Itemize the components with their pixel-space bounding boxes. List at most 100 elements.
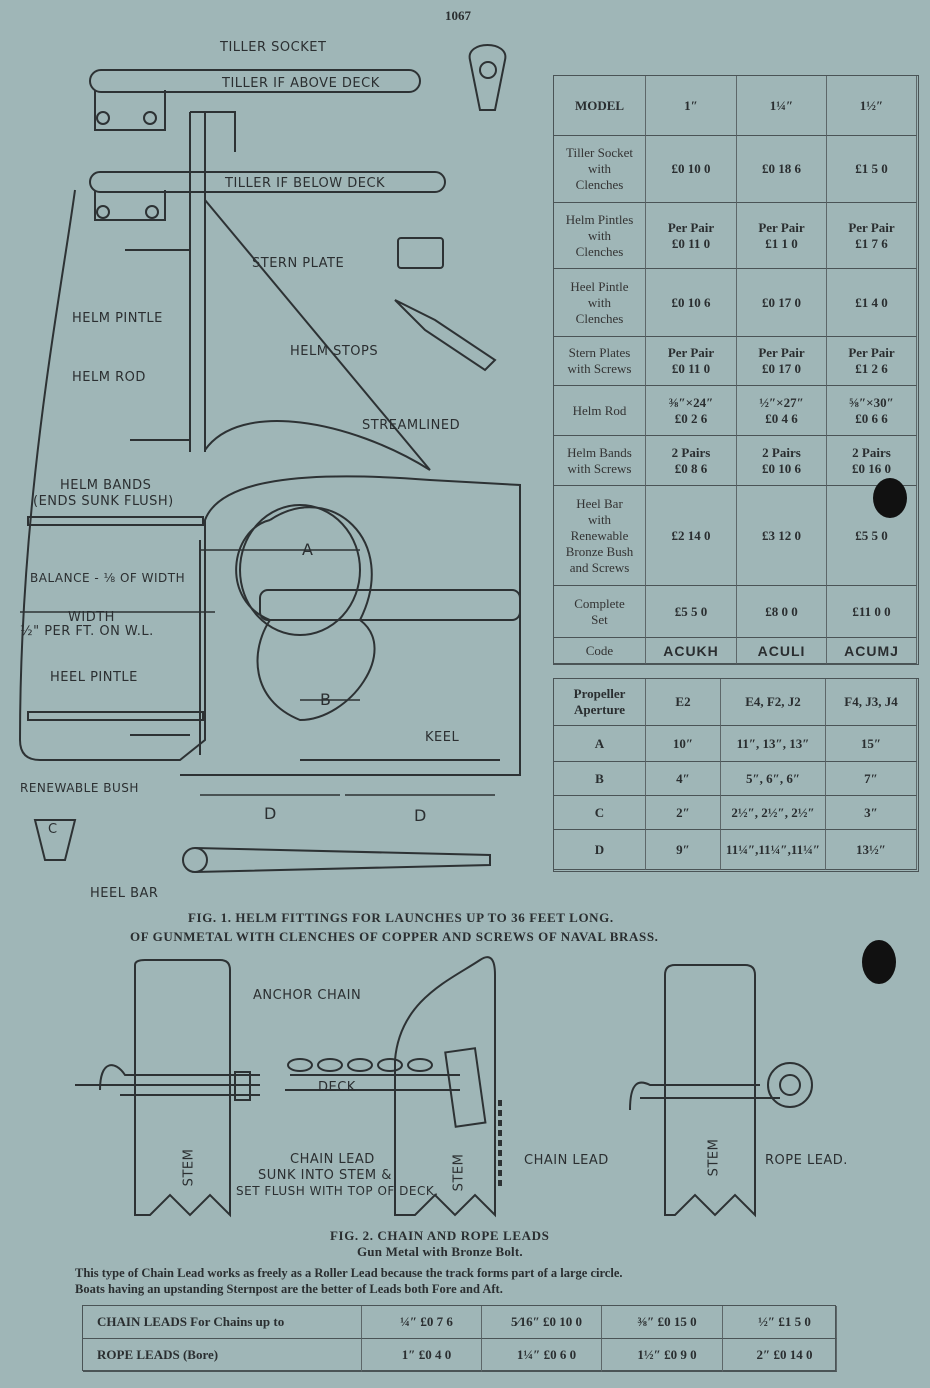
price-table-cell: £2 14 0 [646,486,737,586]
aperture-table-header-cell: E2 [646,679,721,726]
price-table-cell: £0 10 6 [646,269,737,337]
price-table-cell: £11 0 0 [827,586,917,638]
price-table-header-cell: 1¼″ [737,76,827,136]
leads-table-cell: 1¼″ £0 6 0 [482,1339,602,1372]
leads-table-cell: 1½″ £0 9 0 [602,1339,723,1372]
fig1-caption-line2: OF GUNMETAL WITH CLENCHES OF COPPER AND … [130,929,659,944]
price-table-cell: Heel Bar with Renewable Bronze Bush and … [554,486,646,586]
label-tiller-socket: TILLER SOCKET [220,40,327,55]
label-rope-lead: ROPE LEAD. [765,1153,848,1168]
price-table-cell: Complete Set [554,586,646,638]
aperture-table-cell: 7″ [826,762,917,796]
aperture-table-cell: A [554,726,646,762]
price-table-cell: £3 12 0 [737,486,827,586]
label-chain-lead-note-1: CHAIN LEAD [290,1152,375,1167]
label-helm-bands: HELM BANDS [60,478,152,493]
label-dimension-b: B [320,690,332,709]
aperture-table-header-cell: F4, J3, J4 [826,679,917,726]
fig2-caption-line1: FIG. 2. CHAIN AND ROPE LEADS [330,1228,550,1243]
price-table-cell: £5 5 0 [827,486,917,586]
leads-table-cell: 1″ £0 4 0 [362,1339,482,1372]
price-table-cell: ⅝″×30″ £0 6 6 [827,386,917,436]
price-table-cell: Stern Plates with Screws [554,337,646,386]
label-chain-lead-note-2: SUNK INTO STEM & [258,1168,392,1183]
price-table-cell: Per Pair £0 11 0 [646,203,737,269]
aperture-table-header-cell: Propeller Aperture [554,679,646,726]
price-table-cell: 2 Pairs £0 8 6 [646,436,737,486]
price-table-cell: ACULI [737,638,827,664]
price-table-header-cell: 1″ [646,76,737,136]
price-table-cell: £0 10 0 [646,136,737,203]
price-table-cell: Tiller Socket with Clenches [554,136,646,203]
label-chain-lead: CHAIN LEAD [524,1153,609,1168]
label-deck: DECK [318,1080,356,1095]
leads-table-cell: CHAIN LEADS For Chains up to [83,1306,362,1339]
price-table-header-cell: MODEL [554,76,646,136]
leads-table-cell: 5⁄16″ £0 10 0 [482,1306,602,1339]
label-stem-1: STEM [181,1148,197,1187]
price-table-cell: 2 Pairs £0 16 0 [827,436,917,486]
price-table-cell: Helm Pintles with Clenches [554,203,646,269]
aperture-table-cell: 11¼″,11¼″,11¼″ [721,830,826,870]
price-table-cell: ACUKH [646,638,737,664]
price-table-cell: £8 0 0 [737,586,827,638]
aperture-table-cell: D [554,830,646,870]
aperture-table-cell: C [554,796,646,830]
label-tiller-above-deck: TILLER IF ABOVE DECK [222,76,380,91]
aperture-table-cell: 3″ [826,796,917,830]
aperture-table-cell: 10″ [646,726,721,762]
label-dimension-a: A [302,540,314,559]
label-helm-stops: HELM STOPS [290,344,379,359]
leads-table-cell: ¼″ £0 7 6 [362,1306,482,1339]
price-table-cell: Per Pair £1 1 0 [737,203,827,269]
label-stem-3: STEM [706,1138,722,1177]
punch-hole [873,478,907,518]
label-dimension-c: C [48,822,58,837]
label-chain-lead-note-3: SET FLUSH WITH TOP OF DECK. [236,1184,439,1198]
description-line1: This type of Chain Lead works as freely … [75,1266,623,1280]
aperture-table-header-cell: E4, F2, J2 [721,679,826,726]
leads-table-cell: ⅜″ £0 15 0 [602,1306,723,1339]
aperture-table-cell: 5″, 6″, 6″ [721,762,826,796]
price-table-cell: Per Pair £0 17 0 [737,337,827,386]
price-table-cell: £1 5 0 [827,136,917,203]
description-line2: Boats having an upstanding Sternpost are… [75,1282,503,1296]
label-streamlined: STREAMLINED [362,418,461,433]
label-helm-bands-note: (ENDS SUNK FLUSH) [33,494,174,509]
label-width: WIDTH [68,610,115,625]
fig1-caption-line1: FIG. 1. HELM FITTINGS FOR LAUNCHES UP TO… [188,910,614,925]
label-width-note: ½" PER FT. ON W.L. [20,624,154,639]
label-keel: KEEL [425,730,460,745]
label-tiller-below-deck: TILLER IF BELOW DECK [225,176,386,191]
label-balance: BALANCE - ⅛ OF WIDTH [30,571,186,585]
price-table-cell: £1 4 0 [827,269,917,337]
price-table-cell: ⅜″×24″ £0 2 6 [646,386,737,436]
leads-table-cell: ROPE LEADS (Bore) [83,1339,362,1372]
price-table-cell: Per Pair £0 11 0 [646,337,737,386]
price-table-cell: 2 Pairs £0 10 6 [737,436,827,486]
price-table-cell: £0 18 6 [737,136,827,203]
fig2-chain-rope-leads-drawing [75,956,813,1218]
page-number: 1067 [445,8,471,23]
aperture-table-cell: 15″ [826,726,917,762]
leads-table-cell: 2″ £0 14 0 [723,1339,837,1372]
aperture-table-cell: B [554,762,646,796]
label-stern-plate: STERN PLATE [252,256,345,271]
aperture-table-cell: 11″, 13″, 13″ [721,726,826,762]
price-table-cell: Heel Pintle with Clenches [554,269,646,337]
aperture-table-cell: 13½″ [826,830,917,870]
label-renewable-bush: RENEWABLE BUSH [20,781,139,795]
price-table-cell: Helm Rod [554,386,646,436]
aperture-table-cell: 9″ [646,830,721,870]
fig1-helm-fittings-drawing [18,44,521,873]
label-dimension-d2: D [414,806,427,825]
label-heel-pintle: HEEL PINTLE [50,670,138,685]
label-helm-rod: HELM ROD [72,370,146,385]
price-table-cell: ACUMJ [827,638,917,664]
label-anchor-chain: ANCHOR CHAIN [253,988,362,1003]
price-table-cell: Per Pair £1 7 6 [827,203,917,269]
price-table-header-cell: 1½″ [827,76,917,136]
leads-table-cell: ½″ £1 5 0 [723,1306,837,1339]
